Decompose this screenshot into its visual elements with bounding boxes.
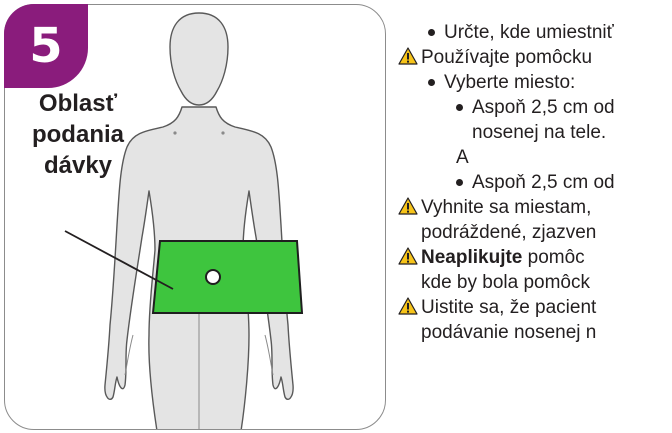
warning-item: Vyhnite sa miestam,: [398, 195, 591, 220]
warning-triangle-icon: [398, 197, 418, 215]
warning-continuation: podráždené, zjazven: [421, 220, 596, 245]
warning-text: Vyhnite sa miestam,: [421, 195, 591, 220]
warning-triangle-icon: [398, 247, 418, 265]
navel-marker: [206, 270, 220, 284]
warning-triangle-icon: [398, 47, 418, 65]
warning-text: Uistite sa, že pacient: [421, 295, 596, 320]
connector-text: A: [456, 145, 469, 170]
injection-zone: [153, 241, 302, 313]
warning-triangle-icon: [398, 297, 418, 315]
warning-item: Uistite sa, že pacient: [398, 295, 596, 320]
bullet-dot-icon: [428, 29, 435, 36]
warning-continuation: kde by bola pomôck: [421, 270, 590, 295]
callout-line-1: Oblasť: [14, 88, 142, 119]
instruction-text: nosenej na tele.: [472, 120, 606, 145]
instruction-text: Určte, kde umiestniť: [444, 20, 614, 45]
step-number-badge: 5: [4, 4, 88, 88]
instruction-text: Aspoň 2,5 cm od: [472, 95, 615, 120]
sub-list-continuation: nosenej na tele.: [472, 120, 606, 145]
sub-list-item: Aspoň 2,5 cm od: [456, 170, 615, 195]
instruction-text: Aspoň 2,5 cm od: [472, 170, 615, 195]
warning-continuation: podávanie nosenej n: [421, 320, 596, 345]
callout-line-3: dávky: [14, 150, 142, 181]
warning-text: kde by bola pomôck: [421, 270, 590, 295]
list-item: Určte, kde umiestniť: [428, 20, 614, 45]
sub-list-item: Aspoň 2,5 cm od: [456, 95, 615, 120]
bullet-dot-icon: [456, 104, 463, 111]
warning-emphasis: Neaplikujte: [421, 245, 522, 270]
instruction-list: Určte, kde umiestniť Používajte pomôcku …: [398, 20, 672, 433]
warning-item: Neaplikujte pomôc: [398, 245, 585, 270]
instruction-text: Vyberte miesto:: [444, 70, 575, 95]
warning-text: podráždené, zjazven: [421, 220, 596, 245]
dose-area-callout: Oblasť podania dávky: [14, 88, 142, 181]
body-silhouette: [105, 13, 377, 430]
bullet-dot-icon: [428, 79, 435, 86]
connector-word: A: [456, 145, 469, 170]
warning-text: Používajte pomôcku: [421, 45, 592, 70]
list-item: Vyberte miesto:: [428, 70, 575, 95]
warning-text: podávanie nosenej n: [421, 320, 596, 345]
warning-item: Používajte pomôcku: [398, 45, 592, 70]
warning-text: pomôc: [522, 245, 584, 270]
bullet-dot-icon: [456, 179, 463, 186]
callout-line-2: podania: [14, 119, 142, 150]
